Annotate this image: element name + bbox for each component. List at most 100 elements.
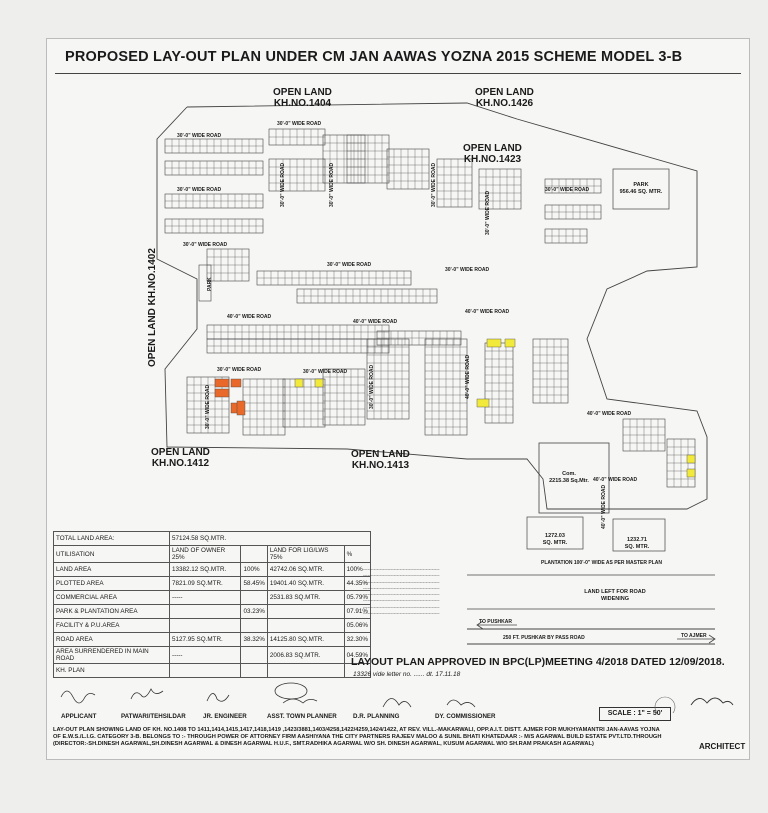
table-row: KH. PLAN	[53, 663, 372, 678]
table-cell	[240, 618, 268, 633]
road-label: 40'-0" WIDE ROAD	[601, 484, 607, 529]
highlighted-plot-yellow	[294, 378, 304, 388]
table-cell: PARK & PLANTATION AREA	[53, 604, 170, 619]
table-cell: COMMERCIAL AREA	[53, 590, 170, 605]
table-cell: 2006.83 SQ.MTR.	[266, 646, 345, 664]
block-1	[526, 516, 584, 550]
total-land-value: 57124.58 SQ.MTR.	[169, 531, 371, 546]
scale-box: SCALE : 1" = 50'	[599, 707, 671, 721]
table-cell: 19401.40 SQ.MTR.	[266, 576, 345, 591]
table-cell: 42742.06 SQ.MTR.	[266, 562, 345, 577]
road-label: 30'-0" WIDE ROAD	[177, 133, 222, 139]
highlighted-plot-yellow	[504, 338, 516, 348]
signatory-dr-planning: D.R. PLANNING	[353, 713, 400, 720]
highlighted-plot-orange	[214, 388, 230, 398]
road-widening-label: LAND LEFT FOR ROAD WIDENING	[584, 589, 646, 602]
table-cell: LAND FOR LIG/LWS 75%	[266, 545, 345, 563]
commercial-block	[538, 442, 610, 514]
signatory-jr-engineer: JR. ENGINEER	[203, 713, 247, 720]
highlighted-plot-yellow	[686, 468, 696, 478]
label-open-land-1402: OPEN LAND KH.NO.1402	[147, 248, 158, 367]
table-cell	[240, 663, 268, 678]
highlighted-plot-yellow	[314, 378, 324, 388]
road-label: 30'-0" WIDE ROAD	[369, 364, 375, 409]
table-cell: 04.59%	[343, 646, 372, 664]
to-pushkar-label: TO PUSHKAR	[479, 619, 512, 625]
table-cell	[240, 545, 268, 563]
highlighted-plot-yellow	[486, 338, 502, 348]
table-cell: 7821.09 SQ.MTR.	[168, 576, 242, 591]
table-row: FACILITY & P.U.AREA 05.06%	[53, 618, 372, 633]
table-cell: 05.06%	[343, 618, 372, 633]
table-cell: LAND AREA	[53, 562, 170, 577]
table-cell: UTILISATION	[53, 545, 170, 563]
table-cell: 58.45%	[240, 576, 268, 591]
table-cell: LAND OF OWNER 25%	[168, 545, 242, 563]
table-cell	[240, 646, 268, 664]
park-small	[198, 264, 212, 302]
table-cell: 03.23%	[240, 604, 268, 619]
table-cell: ROAD AREA	[53, 632, 170, 647]
signatory-applicant: APPLICANT	[61, 713, 97, 720]
table-cell	[168, 663, 242, 678]
table-cell: 13382.12 SQ.MTR.	[168, 562, 242, 577]
arrow-head	[476, 620, 484, 630]
bypass-road-label: 250 FT. PUSHKAR BY PASS ROAD	[503, 635, 585, 641]
highlighted-plot-orange	[214, 378, 230, 388]
table-cell: 14125.80 SQ.MTR.	[266, 632, 345, 647]
table-cell: 38.32%	[240, 632, 268, 647]
table-cell	[266, 663, 345, 678]
arrow-head	[708, 634, 716, 644]
table-cell: FACILITY & P.U.AREA	[53, 618, 170, 633]
road-label: 30'-0" WIDE ROAD	[431, 162, 437, 207]
table-cell: 2531.83 SQ.MTR.	[266, 590, 345, 605]
road-label: 40'-0" WIDE ROAD	[227, 314, 272, 320]
commercial-block-label: Com.2215.38 Sq.Mtr.	[549, 471, 589, 484]
signatory-dy-commissioner: DY. COMMISSIONER	[435, 713, 496, 720]
road-label: 30'-0" WIDE ROAD	[217, 367, 262, 373]
total-land-label: TOTAL LAND AREA:	[53, 531, 170, 546]
road-label: 40'-0" WIDE ROAD	[587, 411, 632, 417]
table-cell: 5127.95 SQ.MTR.	[168, 632, 242, 647]
site-boundary	[156, 102, 708, 510]
table-cell: %	[343, 545, 372, 563]
signatures	[60, 682, 734, 713]
table-cell: -----	[168, 646, 242, 664]
road-label: 30'-0" WIDE ROAD	[445, 267, 490, 273]
road-label: 30'-0" WIDE ROAD	[280, 162, 286, 207]
road-label: 30'-0" WIDE ROAD	[303, 369, 348, 375]
highlighted-plot-orange	[236, 400, 246, 416]
table-cell	[168, 604, 242, 619]
road-label: 30'-0" WIDE ROAD	[329, 162, 335, 207]
road-label: 30'-0" WIDE ROAD	[277, 121, 322, 127]
approval-handwritten-note: 13326 vide letter no. ...... dt. 17.11.1…	[353, 671, 461, 678]
site-plan-drawing	[156, 102, 716, 645]
table-cell	[240, 590, 268, 605]
highlighted-plot-yellow	[686, 454, 696, 464]
plan-title: PROPOSED LAY-OUT PLAN UNDER CM JAN AAWAS…	[65, 49, 683, 65]
signatory-patwari: PATWARI/TEHSILDAR	[121, 713, 186, 720]
highlighted-plot-yellow	[476, 398, 490, 408]
road-label: 40'-0" WIDE ROAD	[465, 354, 471, 399]
table-cell	[168, 618, 242, 633]
block-2	[612, 518, 666, 552]
road-label: 30'-0" WIDE ROAD	[183, 242, 228, 248]
table-cell	[343, 663, 372, 678]
area-statement-table: TOTAL LAND AREA:57124.58 SQ.MTR.UTILISAT…	[53, 531, 372, 678]
table-cell: 100%	[240, 562, 268, 577]
road-label: 30'-0" WIDE ROAD	[485, 190, 491, 235]
table-cell: KH. PLAN	[53, 663, 170, 678]
plantation-road-label: PLANTATION 100'-0" WIDE AS PER MASTER PL…	[541, 560, 662, 566]
road-label: 40'-0" WIDE ROAD	[353, 319, 398, 325]
highlighted-plot-orange	[230, 378, 242, 388]
to-ajmer-label: TO AJMER	[681, 633, 707, 639]
table-row: AREA SURRENDERED IN MAIN ROAD-----2006.8…	[53, 646, 372, 664]
